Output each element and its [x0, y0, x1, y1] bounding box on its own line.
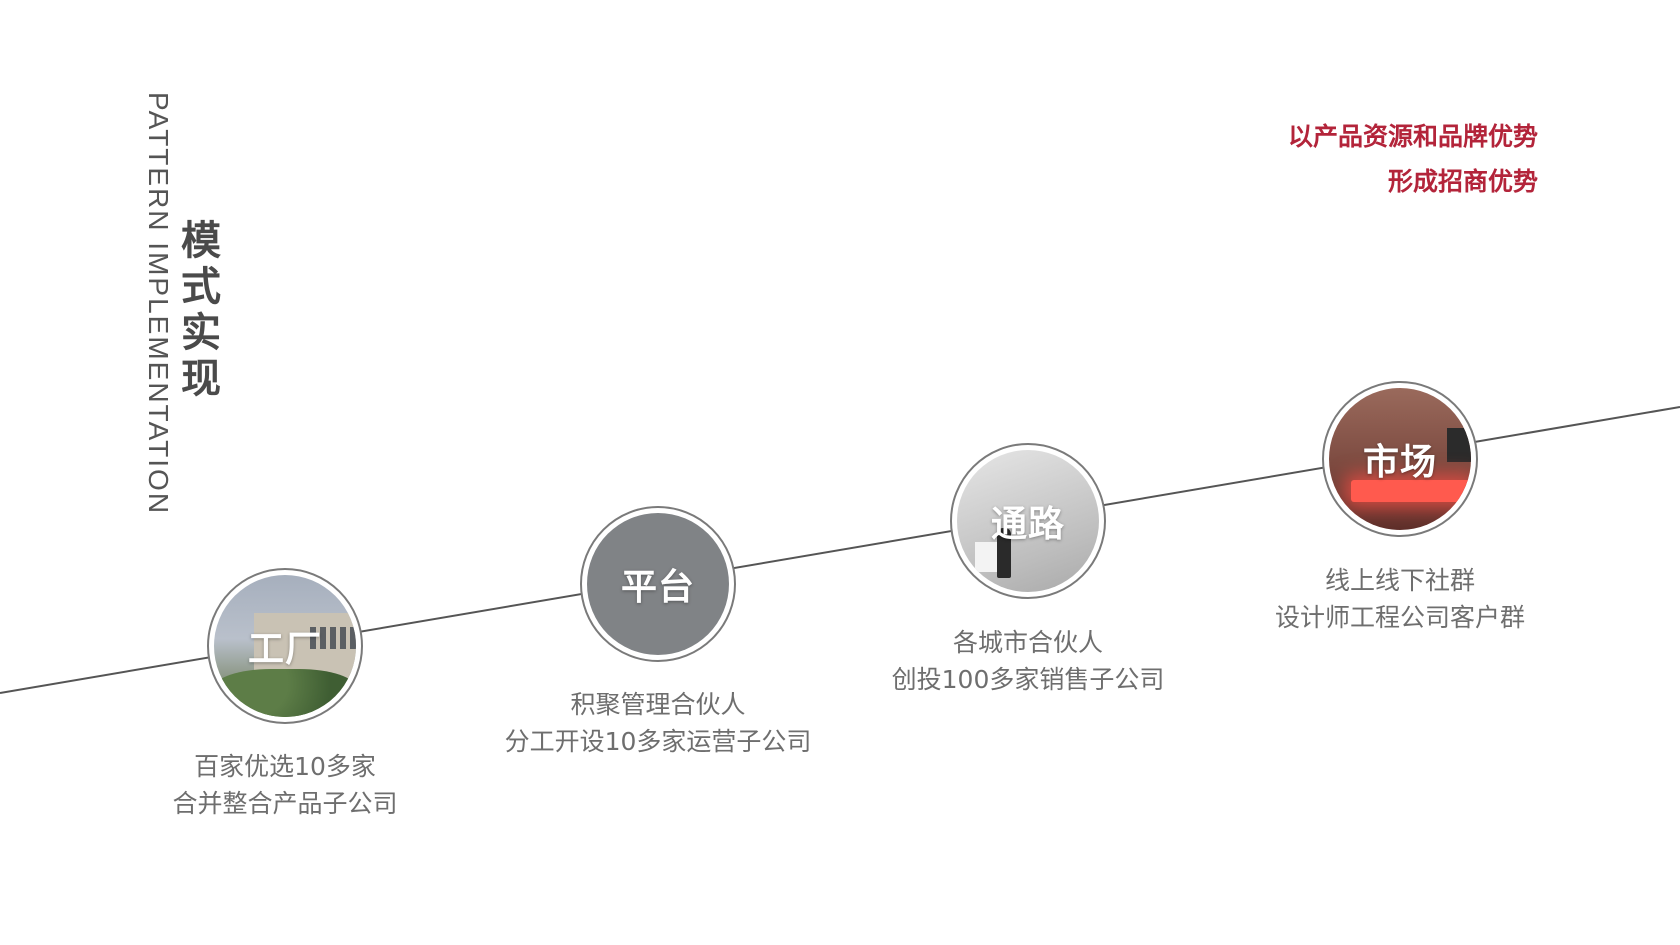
- step-image-channel: 通路: [957, 450, 1099, 592]
- desc-line: 设计师工程公司客户群: [1274, 603, 1525, 632]
- desc-line: 创投100多家销售子公司: [891, 665, 1165, 694]
- page-title: 模 式 实 现: [178, 218, 224, 402]
- desc-line: 各城市合伙人: [952, 628, 1103, 657]
- step-description-factory: 百家优选10多家 合并整合产品子公司: [85, 748, 485, 822]
- slogan-line-2: 形成招商优势: [1387, 167, 1538, 196]
- slogan-line-1: 以产品资源和品牌优势: [1287, 122, 1538, 151]
- step-description-platform: 积聚管理合伙人 分工开设10多家运营子公司: [458, 686, 858, 760]
- desc-line: 积聚管理合伙人: [570, 690, 746, 719]
- step-image-platform: 平台: [587, 513, 729, 655]
- step-label: 工厂: [247, 628, 322, 670]
- step-label: 通路: [990, 503, 1065, 545]
- slogan: 以产品资源和品牌优势 形成招商优势: [1288, 114, 1538, 204]
- page-title-char: 式: [181, 263, 221, 310]
- step-description-market: 线上线下社群 设计师工程公司客户群: [1200, 562, 1600, 636]
- page-title-char: 实: [181, 309, 221, 356]
- desc-line: 合并整合产品子公司: [172, 789, 398, 818]
- desc-line: 线上线下社群: [1324, 566, 1475, 595]
- step-node-channel[interactable]: 通路: [950, 443, 1106, 599]
- step-description-channel: 各城市合伙人 创投100多家销售子公司: [828, 624, 1228, 698]
- page-title-char: 现: [181, 355, 221, 402]
- page-title-char: 模: [181, 217, 221, 264]
- step-label: 市场: [1362, 441, 1437, 483]
- desc-line: 分工开设10多家运营子公司: [504, 727, 812, 756]
- step-label: 平台: [620, 566, 695, 608]
- step-node-market[interactable]: 市场: [1322, 381, 1478, 537]
- step-image-market: 市场: [1329, 388, 1471, 530]
- step-node-factory[interactable]: 工厂: [207, 568, 363, 724]
- subtitle-en: PATTERN IMPLEMENTATION: [143, 92, 174, 516]
- step-image-factory: 工厂: [214, 575, 356, 717]
- desc-line: 百家优选10多家: [194, 752, 376, 781]
- step-node-platform[interactable]: 平台: [580, 506, 736, 662]
